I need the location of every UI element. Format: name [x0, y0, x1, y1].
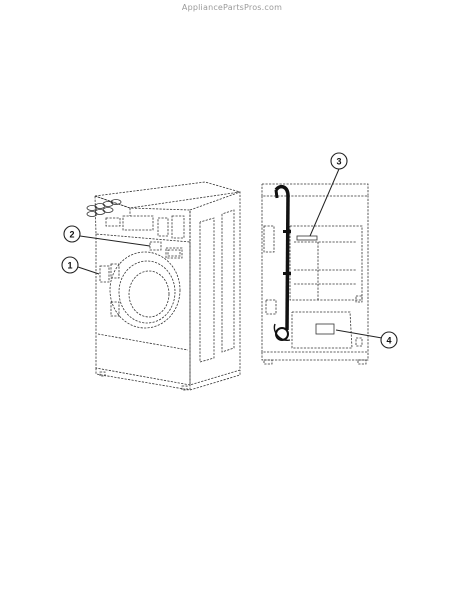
callout-2-label: 2 — [69, 230, 74, 240]
washer-front-view — [86, 181, 241, 391]
callout-4-label: 4 — [386, 336, 391, 346]
callout-2: 2 — [63, 225, 81, 243]
watermark: AppliancePartsPros.com — [181, 3, 283, 12]
callout-3: 3 — [330, 152, 348, 170]
washer-rear-view — [261, 183, 369, 365]
callout-leaders — [77, 168, 383, 339]
callout-4: 4 — [380, 331, 398, 349]
callout-1-label: 1 — [67, 261, 72, 271]
callout-3-label: 3 — [336, 157, 341, 167]
callout-1: 1 — [61, 256, 79, 274]
